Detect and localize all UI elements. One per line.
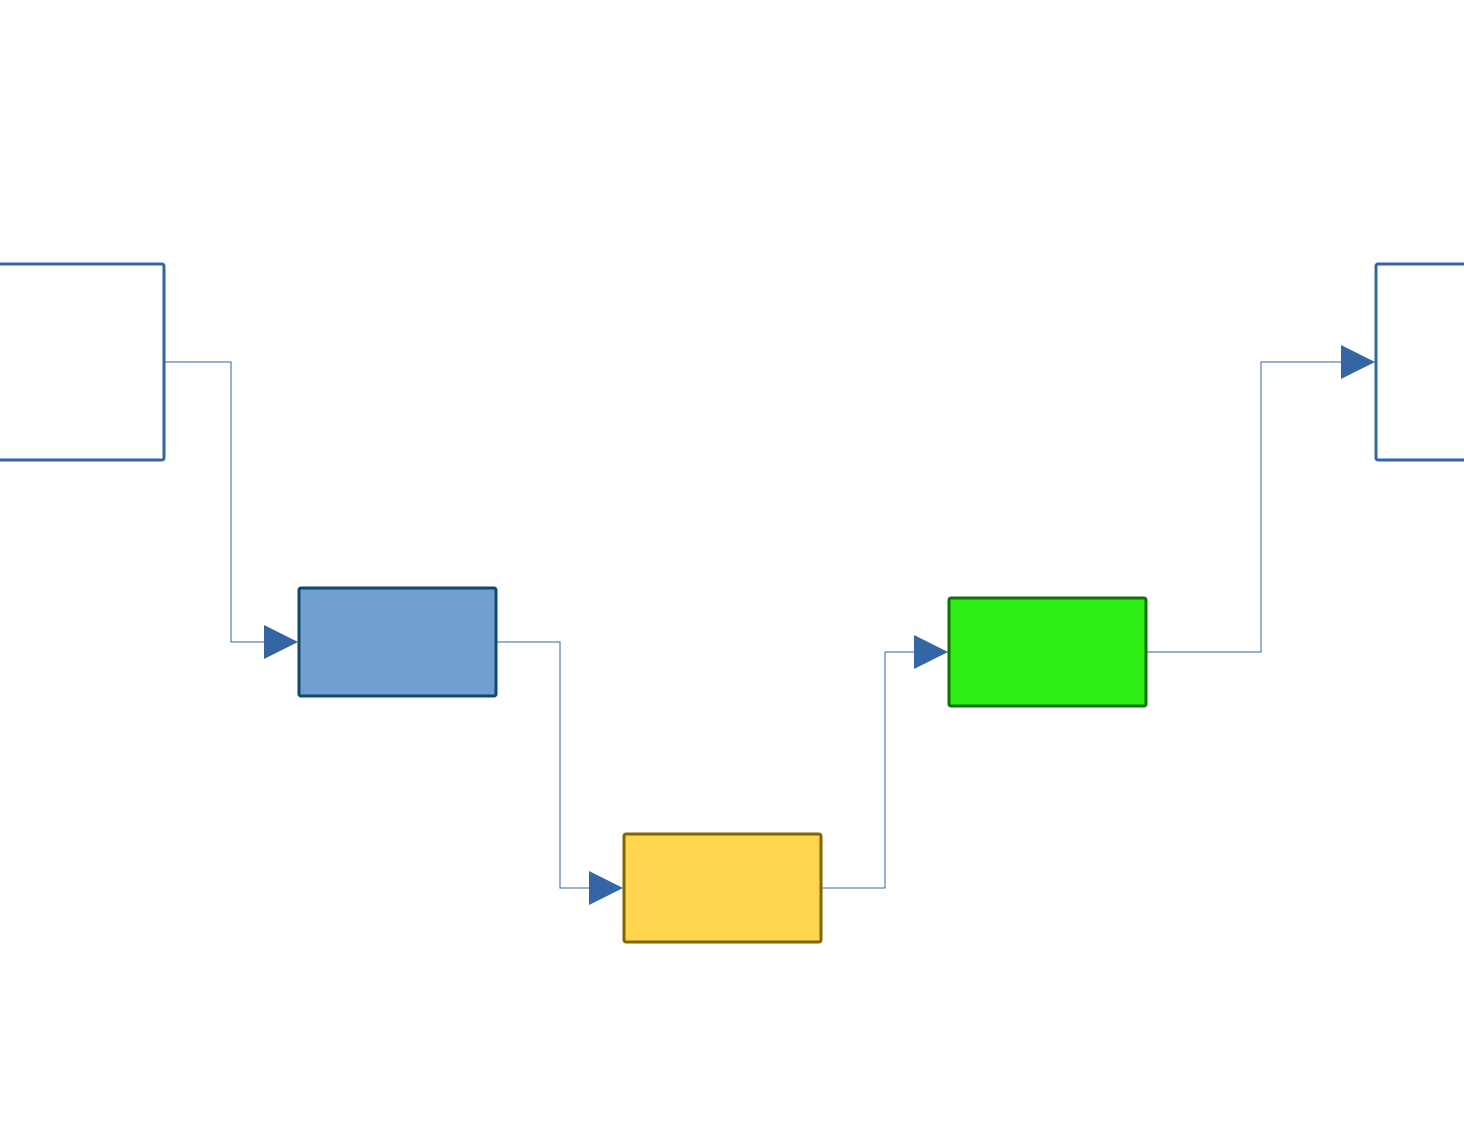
nodes [0,262,1464,944]
arrowhead-step-3 [914,635,948,669]
source-box[interactable] [0,262,166,462]
target-box[interactable] [1374,262,1464,462]
step-1-box[interactable] [297,586,498,698]
connector-step-1-to-step-2 [497,641,591,889]
connector-source-to-step-1 [164,361,266,643]
step-2-box[interactable] [622,832,823,944]
step-3-box[interactable] [947,596,1148,708]
arrowhead-step-1 [264,625,298,659]
connector-step-2-to-step-3 [822,651,916,889]
arrowhead-target [1341,345,1375,379]
connectors [164,345,1375,905]
arrowhead-step-2 [589,871,623,905]
connector-step-3-to-target [1147,361,1343,653]
